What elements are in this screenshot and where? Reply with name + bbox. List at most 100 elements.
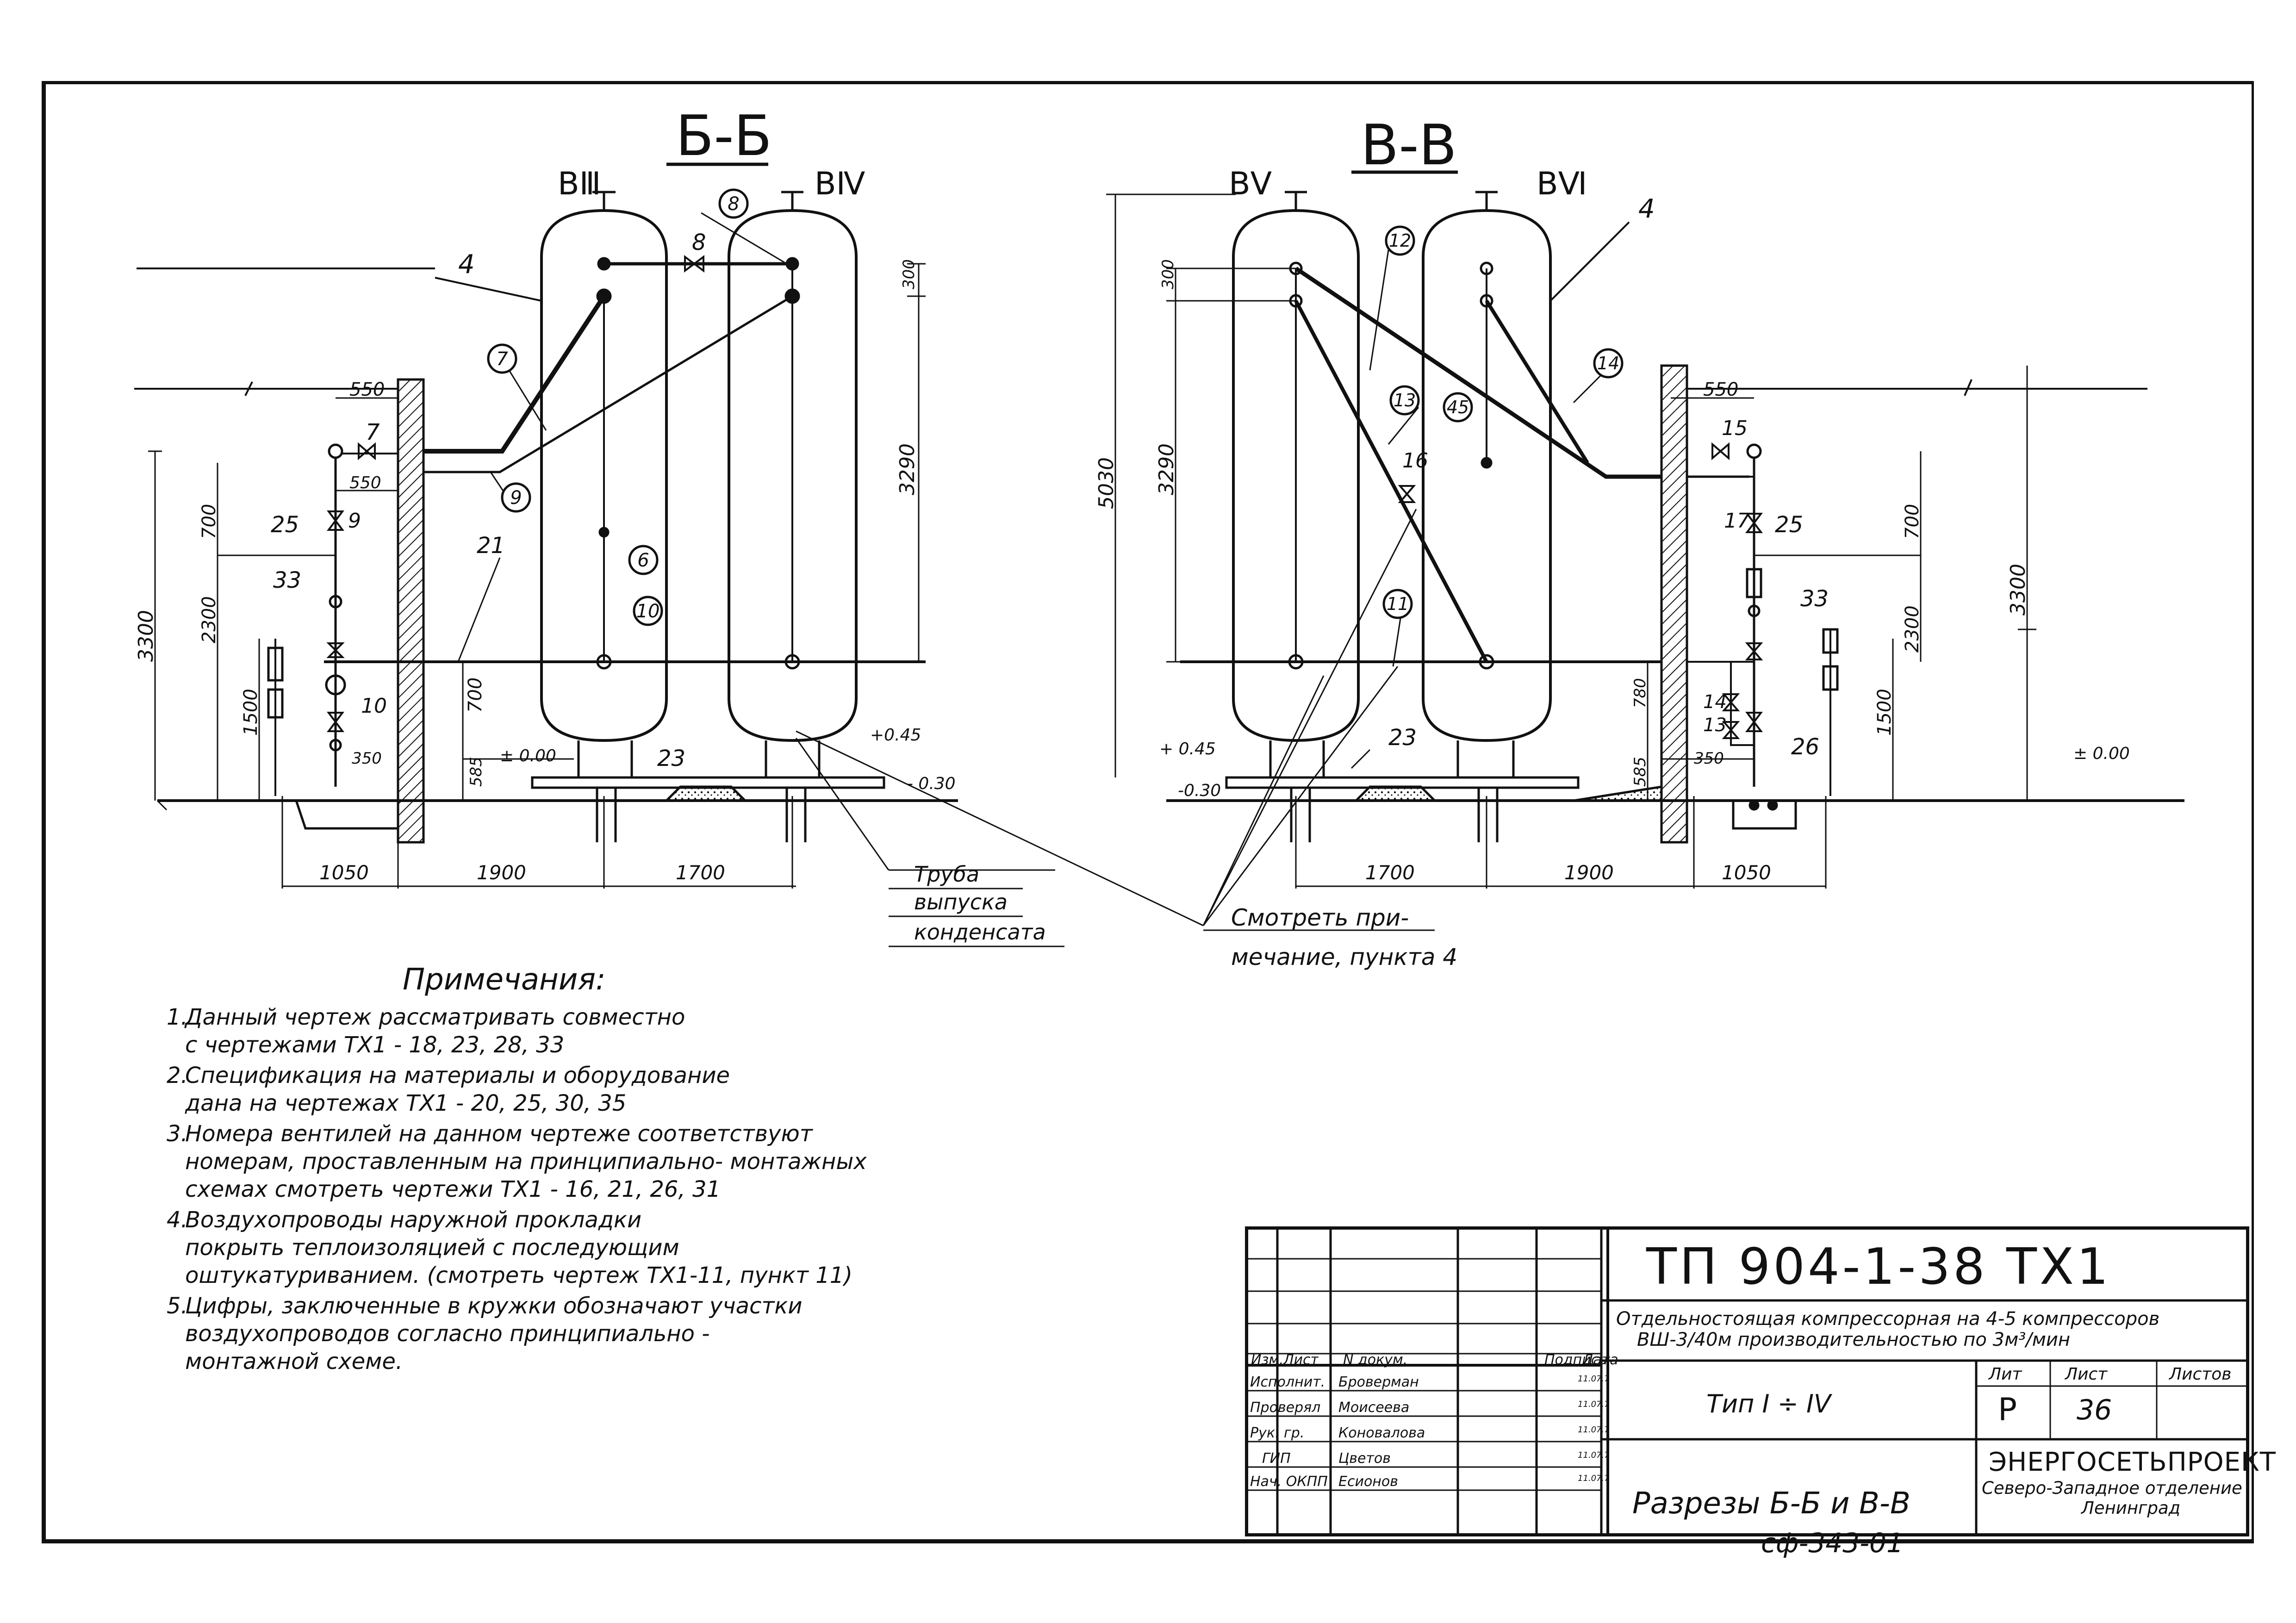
svg-text:12: 12 — [1389, 230, 1411, 251]
svg-text:13: 13 — [1394, 390, 1416, 410]
svg-text:13: 13 — [1703, 715, 1727, 736]
svg-text:33: 33 — [273, 567, 301, 593]
project-line-1: Отдельностоящая компрессорная на 4-5 ком… — [1616, 1308, 2160, 1330]
svg-text:350: 350 — [352, 749, 382, 768]
section-bb: Б-Б ВⅢ ВⅣ — [134, 104, 1055, 889]
svg-text:9: 9 — [348, 509, 361, 533]
svg-text:585: 585 — [1631, 757, 1649, 787]
signature-header-row: Изм. Лист N докум. Подпись Дата — [1251, 1352, 1618, 1368]
note-3: 3.Номера вентилей на данном чертеже соот… — [167, 1121, 867, 1202]
svg-text:14: 14 — [1597, 353, 1619, 373]
svg-text:1700: 1700 — [676, 861, 725, 884]
svg-text:300: 300 — [900, 259, 918, 289]
svg-text:3300: 3300 — [134, 610, 158, 662]
vessel-b4-label: ВⅣ — [815, 166, 865, 202]
svg-text:- 0.30: - 0.30 — [907, 774, 956, 793]
svg-text:1500: 1500 — [240, 689, 261, 736]
sheets-header: Листов — [2169, 1365, 2232, 1384]
svg-text:3290: 3290 — [896, 443, 919, 495]
project-line-2: ВШ-3/40м производительностью по 3м³/мин — [1637, 1329, 2071, 1350]
vessel-b6 — [1422, 209, 1552, 742]
lit-header: Лит — [1989, 1365, 2022, 1384]
svg-text:23: 23 — [657, 746, 685, 771]
svg-text:2300: 2300 — [199, 596, 220, 643]
svg-text:21: 21 — [477, 533, 505, 559]
sheet-code: сф-343-01 — [1761, 1527, 1904, 1559]
vessel-b3-label: ВⅢ — [558, 166, 601, 202]
svg-text:550: 550 — [1703, 379, 1738, 400]
org-city: Ленинград — [2081, 1498, 2181, 1518]
svg-text:6: 6 — [637, 550, 649, 571]
vessel-b4 — [728, 209, 858, 742]
svg-text:+0.45: +0.45 — [870, 726, 921, 745]
sheet-frame — [42, 81, 2254, 1543]
lit-value: Р — [1998, 1392, 2017, 1428]
svg-text:10: 10 — [636, 601, 660, 622]
svg-text:4: 4 — [458, 249, 475, 280]
sheet-header: Лист — [2065, 1365, 2108, 1384]
type-label: Тип I ÷ IV — [1706, 1389, 1831, 1418]
svg-text:780: 780 — [1631, 678, 1649, 708]
wall-vv — [1660, 364, 1688, 844]
vessel-b5 — [1232, 209, 1360, 742]
svg-text:26: 26 — [1791, 734, 1819, 760]
org-name: ЭНЕРГОСЕТЬПРОЕКТ — [1989, 1447, 2277, 1477]
svg-text:550: 550 — [349, 473, 381, 492]
svg-text:1700: 1700 — [1365, 861, 1415, 884]
svg-text:1500: 1500 — [1874, 689, 1895, 736]
signer-row: Исполнит. Броверман 11.07.77 — [1250, 1374, 1608, 1390]
see-note-callout-1: Смотреть при- — [1231, 904, 1409, 931]
svg-text:25: 25 — [271, 512, 299, 538]
pipe-callout-1: Труба — [914, 862, 979, 887]
svg-text:+ 0.45: + 0.45 — [1159, 740, 1216, 759]
note-4: 4.Воздухопроводы наружной прокладки покр… — [167, 1207, 852, 1288]
svg-text:550: 550 — [349, 379, 385, 400]
svg-text:-0.30: -0.30 — [1178, 781, 1221, 800]
svg-text:7: 7 — [366, 419, 380, 445]
svg-text:16: 16 — [1402, 449, 1428, 473]
svg-text:45: 45 — [1447, 397, 1469, 417]
org-branch: Северо-Западное отделение — [1982, 1478, 2242, 1498]
svg-text:± 0.00: ± 0.00 — [500, 746, 556, 765]
svg-text:17: 17 — [1724, 509, 1750, 533]
svg-text:8: 8 — [728, 193, 739, 215]
svg-text:3300: 3300 — [2006, 564, 2030, 616]
svg-text:1050: 1050 — [319, 861, 369, 884]
svg-text:1050: 1050 — [1722, 861, 1771, 884]
title-block: Изм. Лист N докум. Подпись Дата Исполнит… — [1245, 1226, 2276, 1536]
section-vv-title: В-В — [1361, 113, 1457, 178]
see-note-callout-2: мечание, пункта 4 — [1231, 944, 1457, 970]
svg-text:10: 10 — [361, 694, 387, 718]
vessel-b5-label: ВⅤ — [1229, 166, 1272, 202]
drawing-name: Разрезы Б-Б и В-В — [1632, 1486, 1910, 1521]
svg-text:9: 9 — [510, 487, 522, 509]
sheet-value: 36 — [2077, 1394, 2112, 1426]
pipe-callout-3: конденсата — [914, 920, 1046, 945]
svg-text:3290: 3290 — [1155, 443, 1178, 495]
svg-text:11: 11 — [1387, 594, 1409, 614]
vessel-b3 — [540, 209, 668, 742]
svg-text:± 0.00: ± 0.00 — [2073, 744, 2130, 763]
svg-text:8: 8 — [692, 230, 706, 255]
note-2: 2.Спецификация на материалы и оборудован… — [167, 1063, 730, 1116]
section-bb-title: Б-Б — [676, 104, 772, 168]
title-block-lines — [1245, 1226, 2249, 1536]
pipe-callout-2: выпуска — [914, 889, 1008, 914]
svg-text:1900: 1900 — [1564, 861, 1614, 884]
signer-row: Нач. ОКПП Есионов 11.07.77 — [1250, 1474, 1608, 1490]
svg-text:700: 700 — [1902, 504, 1923, 539]
svg-text:350: 350 — [1694, 749, 1724, 768]
section-vv: В-В ВⅤ ВⅥ — [796, 113, 2184, 927]
svg-text:2300: 2300 — [1902, 605, 1923, 653]
svg-text:1900: 1900 — [477, 861, 526, 884]
svg-text:14: 14 — [1703, 691, 1727, 713]
signer-row: Проверял Моисеева 11.07.77 — [1250, 1399, 1608, 1416]
wall-bb — [397, 378, 425, 844]
note-1: 1.Данный чертеж рассматривать совместно … — [167, 1004, 685, 1058]
signer-row: Рук. гр. Коновалова 11.07.77 — [1250, 1425, 1608, 1441]
svg-text:5030: 5030 — [1095, 457, 1118, 509]
svg-text:700: 700 — [465, 678, 486, 713]
note-5: 5.Цифры, заключенные в кружки обозначают… — [167, 1293, 803, 1374]
svg-text:700: 700 — [199, 504, 220, 539]
